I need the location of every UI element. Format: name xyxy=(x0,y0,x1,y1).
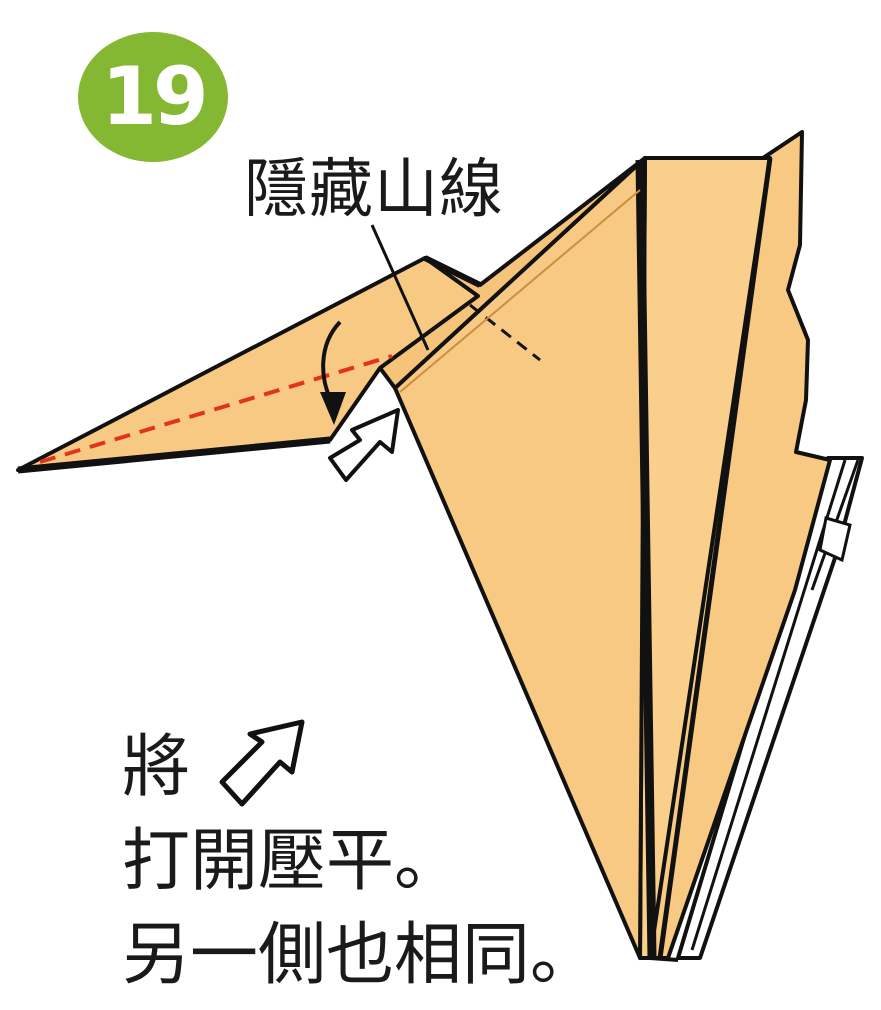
paper-body xyxy=(16,130,832,962)
push-arrow-icon xyxy=(328,408,400,482)
step-number: 19 xyxy=(101,50,208,143)
step-number-badge: 19 xyxy=(78,32,228,162)
white-underlayer-edges xyxy=(676,456,864,960)
hidden-mountain-fold-label: 隱藏山線 xyxy=(244,153,504,227)
instruction-line-1: 將 xyxy=(122,728,191,807)
curved-fold-arrow-icon xyxy=(320,320,346,425)
valley-fold-line xyxy=(39,354,393,464)
instruction-line-2: 打開壓平。 xyxy=(122,822,463,901)
open-arrow-icon xyxy=(219,719,305,807)
instruction-line-3: 另一側也相同。 xyxy=(122,916,599,995)
fold-lines xyxy=(39,189,641,464)
hidden-mountain-line xyxy=(469,303,541,362)
label-leader-line xyxy=(370,224,430,351)
